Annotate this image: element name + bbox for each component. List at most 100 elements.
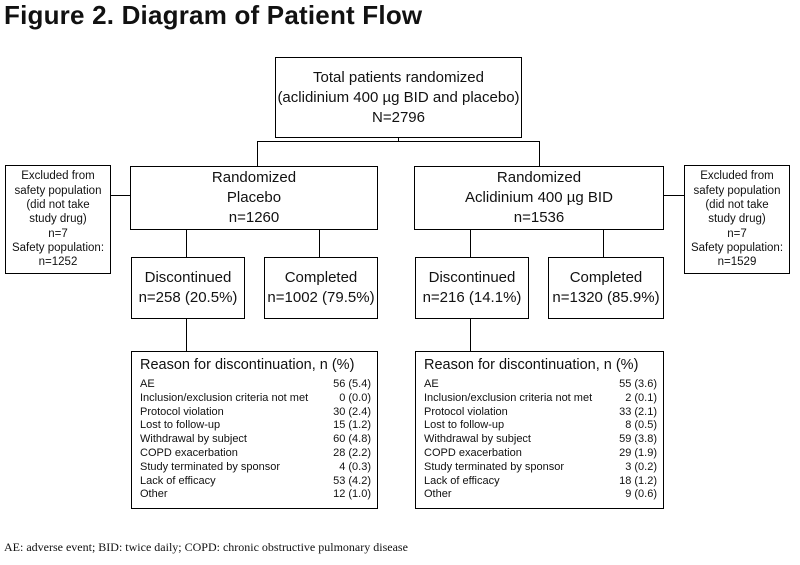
total-randomized-box: Total patients randomized (aclidinium 40… (275, 57, 522, 138)
completed-n: n=1320 (85.9%) (552, 289, 660, 306)
reason-label: Inclusion/exclusion criteria not met (424, 391, 593, 404)
safety-population-label: Safety population: (11, 241, 105, 254)
reason-value: 53 (4.2) (333, 474, 371, 487)
reason-value: 18 (1.2) (619, 474, 657, 487)
reason-row: Inclusion/exclusion criteria not met 0 (0… (140, 392, 371, 406)
reasons-header: Reason for discontinuation, n (%) (424, 357, 639, 373)
reason-row: AE 56 (5.4) (140, 378, 371, 392)
reason-value: 4 (0.3) (339, 460, 371, 473)
reason-row: Other 9 (0.6) (424, 488, 657, 502)
placebo-arm-box: Randomized Placebo n=1260 (130, 166, 378, 230)
reason-label: Study terminated by sponsor (424, 460, 565, 473)
placebo-randomized-label: Randomized (211, 169, 297, 186)
reasons-header: Reason for discontinuation, n (%) (140, 357, 355, 373)
reason-row: Withdrawal by subject 60 (4.8) (140, 433, 371, 447)
reason-label: Other (424, 488, 452, 501)
excluded-line: study drug) (708, 213, 766, 226)
abbreviations-footnote: AE: adverse event; BID: twice daily; COP… (4, 540, 408, 554)
reason-value: 9 (0.6) (625, 488, 657, 501)
reason-value: 28 (2.2) (333, 446, 371, 459)
reason-value: 33 (2.1) (619, 405, 657, 418)
reason-label: Lost to follow-up (140, 419, 221, 432)
reason-label: AE (140, 378, 155, 390)
connector-aclid-down-right (603, 229, 605, 257)
excluded-line: (did not take (705, 199, 769, 212)
reason-value: 29 (1.9) (619, 446, 657, 459)
reason-label: Protocol violation (140, 405, 224, 418)
excluded-n: n=7 (48, 227, 68, 240)
reason-label: Lack of efficacy (424, 474, 500, 487)
reason-row: Study terminated by sponsor 3 (0.2) (424, 461, 657, 475)
aclidinium-excluded-box: Excluded from safety population (did not… (684, 165, 790, 274)
reason-row: Study terminated by sponsor 4 (0.3) (140, 461, 371, 475)
excluded-line: safety population (693, 184, 781, 197)
completed-n: n=1002 (79.5%) (267, 289, 375, 306)
completed-label: Completed (569, 269, 643, 286)
discontinued-label: Discontinued (144, 269, 232, 286)
aclidinium-completed-box: Completed n=1320 (85.9%) (548, 257, 664, 319)
reason-row: Protocol violation 33 (2.1) (424, 406, 657, 420)
reason-value: 59 (3.8) (619, 433, 657, 446)
connector-to-placebo (257, 141, 259, 167)
reason-label: COPD exacerbation (424, 446, 522, 459)
safety-population-n: n=1252 (38, 256, 78, 269)
reason-row: Inclusion/exclusion criteria not met 2 (0… (424, 392, 657, 406)
reason-label: Other (140, 488, 168, 501)
excluded-line: (did not take (26, 199, 90, 212)
reason-value: 2 (0.1) (625, 391, 657, 404)
placebo-completed-box: Completed n=1002 (79.5%) (264, 257, 378, 319)
reason-label: Lost to follow-up (424, 419, 505, 432)
aclidinium-randomized-label: Randomized (496, 169, 582, 186)
excluded-line: study drug) (29, 213, 87, 226)
reason-row: Other 12 (1.0) (140, 488, 371, 502)
reason-label: Withdrawal by subject (424, 433, 531, 446)
reason-label: Protocol violation (424, 405, 508, 418)
discontinued-n: n=258 (20.5%) (138, 289, 238, 306)
reason-value: 15 (1.2) (333, 419, 371, 432)
total-randomized-arms: (aclidinium 400 µg BID and placebo) (277, 88, 520, 106)
reason-value: 56 (5.4) (333, 378, 371, 390)
connector-aclid-down-left (470, 229, 472, 257)
reason-value: 60 (4.8) (333, 433, 371, 446)
reason-row: Protocol violation 30 (2.4) (140, 406, 371, 420)
placebo-excluded-box: Excluded from safety population (did not… (5, 165, 111, 274)
reason-value: 0 (0.0) (339, 391, 371, 404)
connector-placebo-down-right (319, 229, 321, 257)
discontinued-label: Discontinued (428, 269, 516, 286)
excluded-line: safety population (14, 184, 102, 197)
reason-label: Study terminated by sponsor (140, 460, 281, 473)
reason-value: 55 (3.6) (619, 378, 657, 390)
placebo-arm-name: Placebo (226, 189, 282, 206)
safety-population-label: Safety population: (690, 241, 784, 254)
excluded-line: Excluded from (700, 170, 774, 183)
reason-label: Inclusion/exclusion criteria not met (140, 391, 309, 404)
aclidinium-arm-n: n=1536 (513, 209, 565, 226)
reason-row: COPD exacerbation 29 (1.9) (424, 447, 657, 461)
reason-label: Withdrawal by subject (140, 433, 247, 446)
placebo-arm-n: n=1260 (228, 209, 280, 226)
reason-value: 3 (0.2) (625, 460, 657, 473)
aclidinium-arm-box: Randomized Aclidinium 400 µg BID n=1536 (414, 166, 664, 230)
excluded-line: Excluded from (21, 170, 95, 183)
connector-aclid-reasons (470, 318, 472, 352)
aclidinium-discontinued-box: Discontinued n=216 (14.1%) (415, 257, 529, 319)
placebo-discontinued-box: Discontinued n=258 (20.5%) (131, 257, 245, 319)
connector-horizontal-split (257, 141, 540, 143)
connector-top-down (398, 137, 400, 142)
connector-right-excluded (664, 195, 684, 197)
total-randomized-n: N=2796 (372, 108, 425, 126)
reason-label: COPD exacerbation (140, 446, 238, 459)
placebo-reasons-box: Reason for discontinuation, n (%) AE 56 (… (131, 351, 378, 509)
reason-row: COPD exacerbation 28 (2.2) (140, 447, 371, 461)
reason-value: 30 (2.4) (333, 405, 371, 418)
total-randomized-label: Total patients randomized (313, 68, 484, 86)
reason-value: 12 (1.0) (333, 488, 371, 501)
reason-row: Withdrawal by subject 59 (3.8) (424, 433, 657, 447)
reason-label: Lack of efficacy (140, 474, 216, 487)
reason-row: Lack of efficacy 53 (4.2) (140, 475, 371, 489)
reason-row: Lack of efficacy 18 (1.2) (424, 475, 657, 489)
aclidinium-arm-name: Aclidinium 400 µg BID (465, 189, 613, 206)
connector-placebo-reasons (186, 318, 188, 352)
